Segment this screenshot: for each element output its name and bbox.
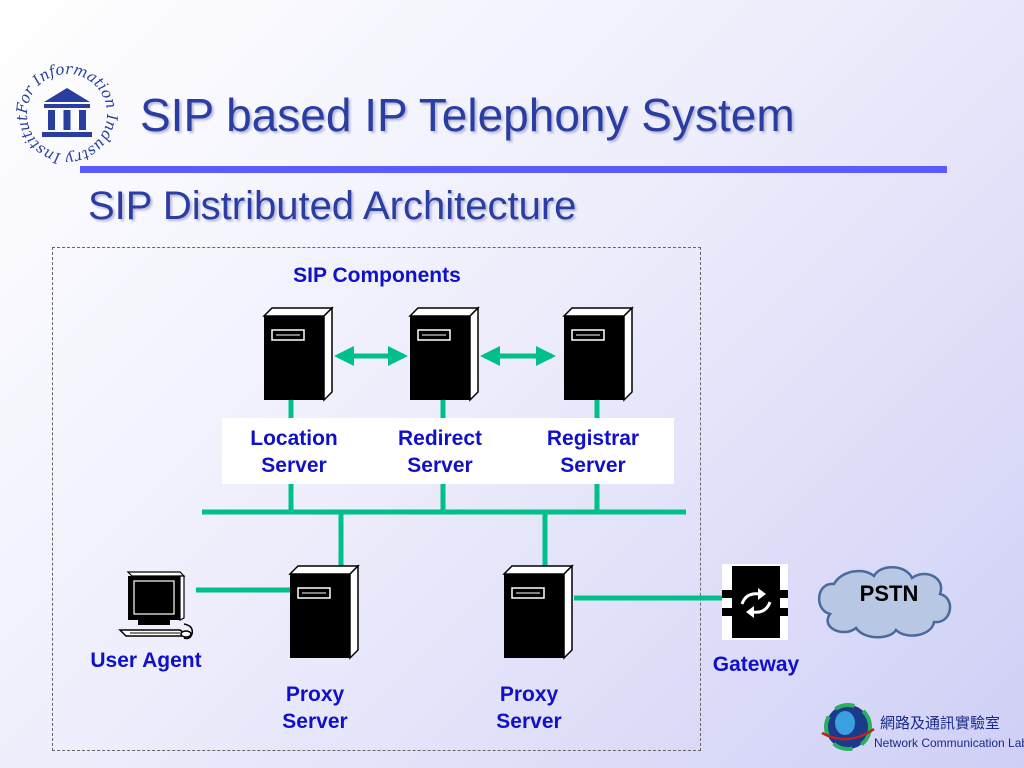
proxy-server-2-label-line2: Server: [496, 710, 562, 733]
network-links: [196, 400, 722, 601]
globe-icon: [821, 703, 875, 751]
sip-network-boundary: [52, 247, 701, 751]
proxy-server-2-label-line1: Proxy: [499, 683, 559, 706]
lab-name-chinese: 網路及通訊實驗室: [880, 714, 1001, 732]
pstn-cloud-icon: [818, 566, 952, 639]
computer-icon: [118, 571, 194, 640]
pstn-label: PSTN: [860, 581, 919, 606]
redirect-server-label: Redirect Server: [382, 425, 498, 479]
proxy-server-1-icon: [289, 565, 359, 659]
registrar-server-icon: [563, 307, 633, 401]
lab-name-english: Network Communication Lab.: [874, 736, 1024, 750]
location-server-label: Location Server: [236, 425, 352, 479]
slide-title: SIP based IP Telephony System: [140, 89, 795, 141]
redirect-server-icon: [409, 307, 479, 401]
registrar-server-label-line2: Server: [560, 454, 626, 477]
proxy-server-1-label: Proxy Server: [256, 681, 374, 735]
institute-logo: For Information Industry Institute: [14, 58, 120, 168]
user-agent-label: User Agent: [90, 649, 202, 672]
pillar-building-icon: [42, 88, 92, 137]
proxy-server-1-label-line2: Server: [282, 710, 348, 733]
location-server-label-line1: Location: [250, 427, 338, 450]
sip-components-label: SIP Components: [293, 264, 461, 287]
slide-subtitle: SIP Distributed Architecture: [88, 184, 577, 228]
proxy-server-2-label: Proxy Server: [470, 681, 588, 735]
gateway-icon: [722, 564, 788, 640]
component-label-panel: [222, 418, 674, 484]
redirect-server-label-line1: Redirect: [397, 427, 483, 450]
location-server-icon: [263, 307, 333, 401]
registrar-server-label: Registrar Server: [534, 425, 652, 479]
gateway-label: Gateway: [712, 653, 800, 676]
redirect-server-label-line2: Server: [407, 454, 473, 477]
title-divider: [80, 166, 947, 173]
proxy-server-2-icon: [503, 565, 573, 659]
location-server-label-line2: Server: [261, 454, 327, 477]
registrar-server-label-line1: Registrar: [546, 427, 640, 450]
proxy-server-1-label-line1: Proxy: [285, 683, 345, 706]
